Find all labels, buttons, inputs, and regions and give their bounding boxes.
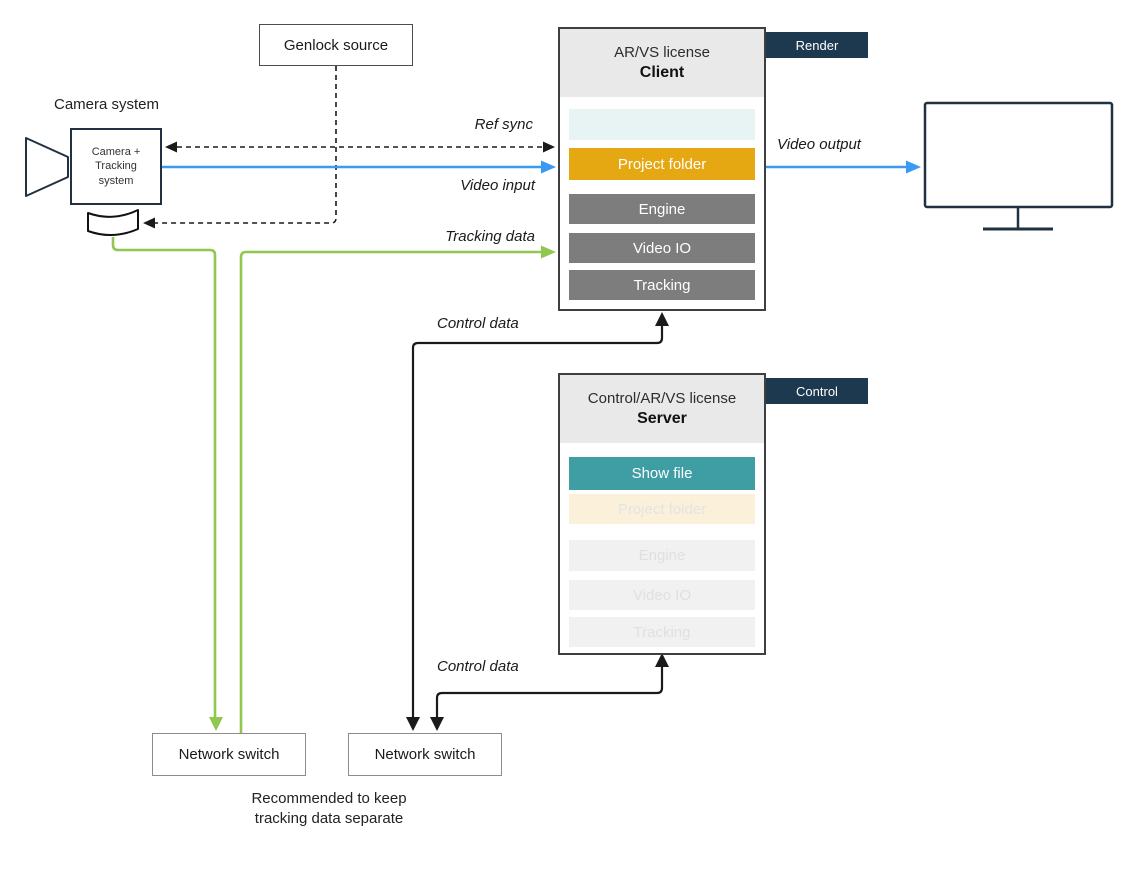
ref-sync-label: Ref sync bbox=[474, 116, 533, 133]
camera-box-line3: system bbox=[98, 174, 134, 187]
server-row-engine: Engine bbox=[569, 540, 755, 571]
arrowhead-into-camera bbox=[165, 141, 177, 153]
network-switch-right: Network switch bbox=[348, 733, 502, 776]
control-tag: Control bbox=[766, 378, 868, 404]
server-license-label: Control/AR/VS license bbox=[587, 390, 737, 407]
server-role-label: Server bbox=[637, 410, 687, 427]
arrowhead-into-sensor bbox=[143, 217, 155, 229]
arrowhead-control-into-client bbox=[655, 312, 669, 326]
network-switch-left-label: Network switch bbox=[178, 746, 280, 763]
monitor-icon bbox=[923, 101, 1114, 231]
server-row-tracking: Tracking bbox=[569, 617, 755, 647]
arrowhead-control-into-switch-b bbox=[430, 717, 444, 731]
client-row-engine: Engine bbox=[569, 194, 755, 224]
client-role-label: Client bbox=[639, 64, 685, 81]
tracking-sensor-to-switch-connector bbox=[111, 237, 217, 717]
video-input-label: Video input bbox=[460, 177, 535, 194]
tracking-sensor-icon bbox=[87, 209, 139, 236]
server-header: Control/AR/VS license Server bbox=[560, 375, 764, 443]
tracking-note-line2: tracking data separate bbox=[254, 810, 404, 828]
arrowhead-control-into-switch-a bbox=[406, 717, 420, 731]
arrowhead-into-monitor bbox=[906, 160, 921, 174]
video-output-label: Video output bbox=[777, 136, 861, 153]
client-row-empty bbox=[569, 109, 755, 140]
camera-tracking-box: Camera + Tracking system bbox=[70, 128, 162, 205]
tracking-data-label: Tracking data bbox=[445, 228, 535, 245]
tracking-note-line1: Recommended to keep bbox=[251, 790, 407, 807]
client-license-label: AR/VS license bbox=[614, 44, 710, 61]
arrowhead-control-into-server bbox=[655, 653, 669, 667]
server-row-project-folder: Project folder bbox=[569, 494, 755, 524]
server-box: Control/AR/VS license Server Show file P… bbox=[558, 373, 766, 655]
arrowhead-videoinput-into-client bbox=[541, 160, 556, 174]
server-row-show-file: Show file bbox=[569, 457, 755, 490]
genlock-source-box: Genlock source bbox=[259, 24, 413, 66]
control-data-top-label: Control data bbox=[437, 315, 519, 332]
client-header: AR/VS license Client bbox=[560, 29, 764, 97]
network-switch-left: Network switch bbox=[152, 733, 306, 776]
camera-box-line1: Camera + bbox=[91, 146, 141, 159]
tracking-note: Recommended to keep tracking data separa… bbox=[208, 789, 450, 830]
genlock-source-label: Genlock source bbox=[283, 36, 389, 54]
render-tag: Render bbox=[766, 32, 868, 58]
camera-system-title: Camera system bbox=[54, 96, 160, 113]
camera-box-line2: Tracking bbox=[95, 160, 137, 173]
client-row-project-folder: Project folder bbox=[569, 148, 755, 180]
client-row-tracking: Tracking bbox=[569, 270, 755, 300]
arrowhead-refsync-into-client bbox=[543, 141, 555, 153]
client-box: AR/VS license Client Project folder Engi… bbox=[558, 27, 766, 311]
client-row-video-io: Video IO bbox=[569, 233, 755, 263]
genlock-to-sensor-connector bbox=[155, 66, 337, 224]
arrowhead-tracking-into-client bbox=[541, 245, 556, 259]
network-switch-right-label: Network switch bbox=[374, 746, 476, 763]
control-data-bottom-label: Control data bbox=[437, 658, 519, 675]
server-row-video-io: Video IO bbox=[569, 580, 755, 610]
camera-icon bbox=[25, 137, 69, 197]
arrowhead-tracking-into-switch bbox=[209, 717, 223, 731]
